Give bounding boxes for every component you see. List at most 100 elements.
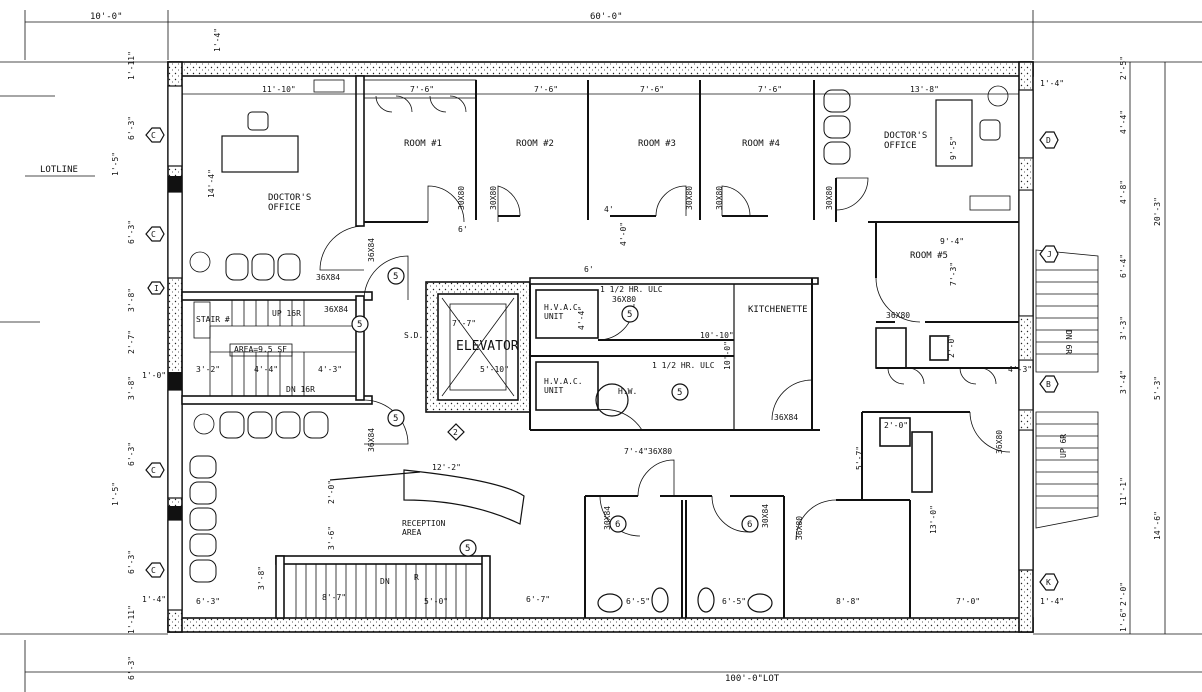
svg-text:D: D	[1046, 136, 1051, 145]
left-stair	[193, 300, 356, 396]
door-tag: 36X80	[612, 295, 636, 304]
dim: 10'-0"	[723, 341, 732, 370]
svg-text:5: 5	[393, 414, 398, 424]
dim: 1'-4"	[1040, 79, 1064, 88]
dim: 6'	[458, 225, 468, 234]
label-hvac-1: H.V.A.C.UNIT	[544, 303, 583, 321]
svg-text:C: C	[151, 466, 156, 475]
dim: 4'-3"	[318, 365, 342, 374]
label-room-2: ROOM #2	[516, 139, 554, 149]
svg-text:C: C	[151, 131, 156, 140]
desk-left	[221, 135, 299, 173]
dim: 1'-4"	[1040, 597, 1064, 606]
dim: 14'-4"	[207, 169, 216, 198]
marker-c-2: C	[145, 226, 165, 242]
door-tag: 30X80	[715, 186, 724, 210]
svg-text:C: C	[151, 566, 156, 575]
water-heater	[595, 383, 629, 417]
marker-6-a: 6	[609, 515, 627, 533]
dimension-strings: 11'-10" 7'-6" 7'-6" 7'-6" 7'-6" 13'-8" 1…	[111, 28, 1162, 680]
svg-text:J: J	[1047, 250, 1052, 259]
door-tag: 30X80	[489, 186, 498, 210]
marker-c-1: C	[145, 127, 165, 143]
dim: 9'-5"	[949, 136, 958, 160]
marker-5-d: 5	[621, 305, 639, 323]
waiting-chairs-top	[225, 253, 301, 281]
svg-text:B: B	[1046, 380, 1051, 389]
label-stair: STAIR #	[196, 315, 230, 324]
label-hw: H.W.	[618, 387, 637, 396]
svg-text:6: 6	[615, 520, 620, 530]
label-room-1: ROOM #1	[404, 139, 442, 149]
dim: 5'-3"	[1153, 376, 1162, 400]
label-area: AREA=9.5 SF	[234, 345, 287, 354]
door-tag: 36X80	[795, 516, 804, 540]
dim: 7'-6"	[534, 85, 558, 94]
dim: 14'-6"	[1153, 511, 1162, 540]
waiting-chairs-right	[823, 89, 851, 165]
marker-2: 2	[447, 423, 465, 441]
label-hr-1: 1 1/2 HR. ULC	[600, 285, 663, 294]
dim: 3'-8"	[127, 376, 136, 400]
overall-dimensions: 10'-0" 60'-0" 100'-0"LOT LOTLINE	[0, 10, 1202, 692]
dim: 20'-3"	[1153, 197, 1162, 226]
marker-c-4: C	[145, 562, 165, 578]
dim: 3'-6"	[327, 526, 336, 550]
door-tag: 36X80	[995, 430, 1004, 454]
stair-r: R	[414, 573, 419, 582]
marker-6-b: 6	[741, 515, 759, 533]
stair-labels: UP 16R DN 16R DN R UP 6R DN 6R	[272, 309, 1073, 586]
dim: 2'-5"	[1119, 56, 1128, 80]
stair-dn-6r: DN 6R	[1064, 330, 1073, 354]
dim: 4'-0"	[619, 222, 628, 246]
dim: 6'-7"	[526, 595, 550, 604]
stair-up-16r: UP 16R	[272, 309, 301, 318]
dim: 6'-3"	[127, 442, 136, 466]
dim: 3'-8"	[257, 566, 266, 590]
dim: 3'-8"	[127, 288, 136, 312]
furniture	[189, 79, 1011, 613]
top-dim-main: 60'-0"	[590, 12, 623, 22]
svg-text:I: I	[154, 284, 159, 293]
bottom-stair-treads	[295, 564, 467, 618]
dim: 6'-3"	[196, 597, 220, 606]
dim: 1'-11"	[127, 51, 136, 80]
dim: 4'	[604, 205, 614, 214]
dim: 7'-6"	[758, 85, 782, 94]
marker-c-3: C	[145, 462, 165, 478]
dim: 6'-3"	[127, 116, 136, 140]
dim: 11'-10"	[262, 85, 296, 94]
stair-up-6r: UP 6R	[1059, 434, 1068, 458]
svg-text:5: 5	[465, 544, 470, 554]
dim: 4'-8"	[1119, 180, 1128, 204]
plants	[189, 85, 1009, 435]
dim: 2'-0"	[884, 421, 908, 430]
lotline-label: LOTLINE	[40, 165, 78, 175]
marker-5-b: 5	[351, 315, 369, 333]
label-kitchenette: KITCHENETTE	[748, 305, 808, 315]
dim: 2'-0"	[947, 334, 956, 358]
door-tag: 30X80	[457, 186, 466, 210]
dim: 3'-3"	[1119, 316, 1128, 340]
dim: 1'-0"	[142, 371, 166, 380]
svg-text:C: C	[151, 230, 156, 239]
door-tag: 36X84	[316, 273, 340, 282]
dim: 13'-0"	[929, 505, 938, 534]
dim: 12'-2"	[432, 463, 461, 472]
svg-text:K: K	[1046, 578, 1051, 587]
label-room-5: ROOM #5	[910, 251, 948, 261]
lot-width: 100'-0"LOT	[725, 674, 780, 684]
label-sd: S.D.	[404, 331, 423, 340]
dim: 7'-6"	[640, 85, 664, 94]
marker-d: D	[1039, 131, 1059, 149]
stair-dn: DN	[380, 577, 390, 586]
door-tags: 36X84 36X84 36X84 36X84 36X80 36X80 36X8…	[316, 186, 1004, 540]
dim: 5'-7"	[855, 446, 864, 470]
dim: 7'-7"	[452, 319, 476, 328]
exterior-walls	[167, 61, 1034, 633]
dim: 6'-5"	[626, 597, 650, 606]
marker-k: K	[1039, 573, 1059, 591]
marker-5-f: 5	[459, 539, 477, 557]
